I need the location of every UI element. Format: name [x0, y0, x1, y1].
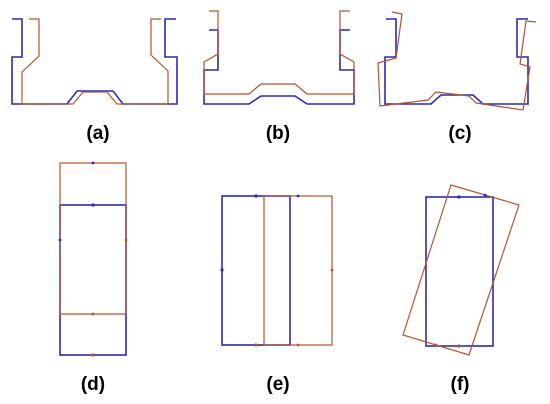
- panel-e-deformed: [263, 195, 333, 346]
- node: [296, 343, 300, 347]
- node: [457, 344, 461, 348]
- panel-f-label: (f): [451, 374, 470, 395]
- node: [124, 238, 128, 242]
- node: [457, 195, 461, 199]
- node: [91, 353, 95, 357]
- panel-d-nodes: [58, 161, 128, 357]
- panel-e-nodes: [220, 194, 334, 347]
- panel-b-undeformed: [203, 29, 355, 105]
- panel-d-deformed: [59, 162, 127, 315]
- panel-a-deformed: [21, 18, 169, 105]
- node: [91, 312, 95, 316]
- panel-f: (f): [402, 184, 520, 395]
- panel-d-undeformed: [59, 204, 127, 356]
- node: [91, 203, 95, 207]
- panel-e: (e): [220, 194, 334, 395]
- panel-a-label: (a): [86, 123, 109, 144]
- node: [254, 194, 258, 198]
- node: [254, 343, 258, 347]
- panel-b-deformed: [203, 10, 355, 95]
- panel-d: (d): [58, 161, 128, 395]
- panel-b-label: (b): [266, 123, 290, 144]
- panel-f-nodes: [434, 193, 487, 348]
- node: [434, 343, 438, 347]
- panel-d-label: (d): [81, 374, 105, 395]
- panel-c: (c): [377, 11, 537, 144]
- panel-f-undeformed: [425, 196, 494, 347]
- panel-c-undeformed: [384, 18, 529, 105]
- panel-e-label: (e): [266, 374, 289, 395]
- panel-a-undeformed: [11, 18, 178, 105]
- panel-f-deformed: [402, 184, 520, 356]
- panel-a: (a): [11, 18, 178, 144]
- panel-b: (b): [203, 10, 355, 144]
- node: [58, 238, 62, 242]
- node: [91, 161, 95, 165]
- node: [483, 193, 487, 197]
- node: [220, 268, 224, 272]
- node: [330, 268, 334, 272]
- panel-c-deformed: [377, 11, 537, 111]
- node: [296, 194, 300, 198]
- panel-c-label: (c): [448, 123, 471, 144]
- panel-e-undeformed: [221, 195, 291, 346]
